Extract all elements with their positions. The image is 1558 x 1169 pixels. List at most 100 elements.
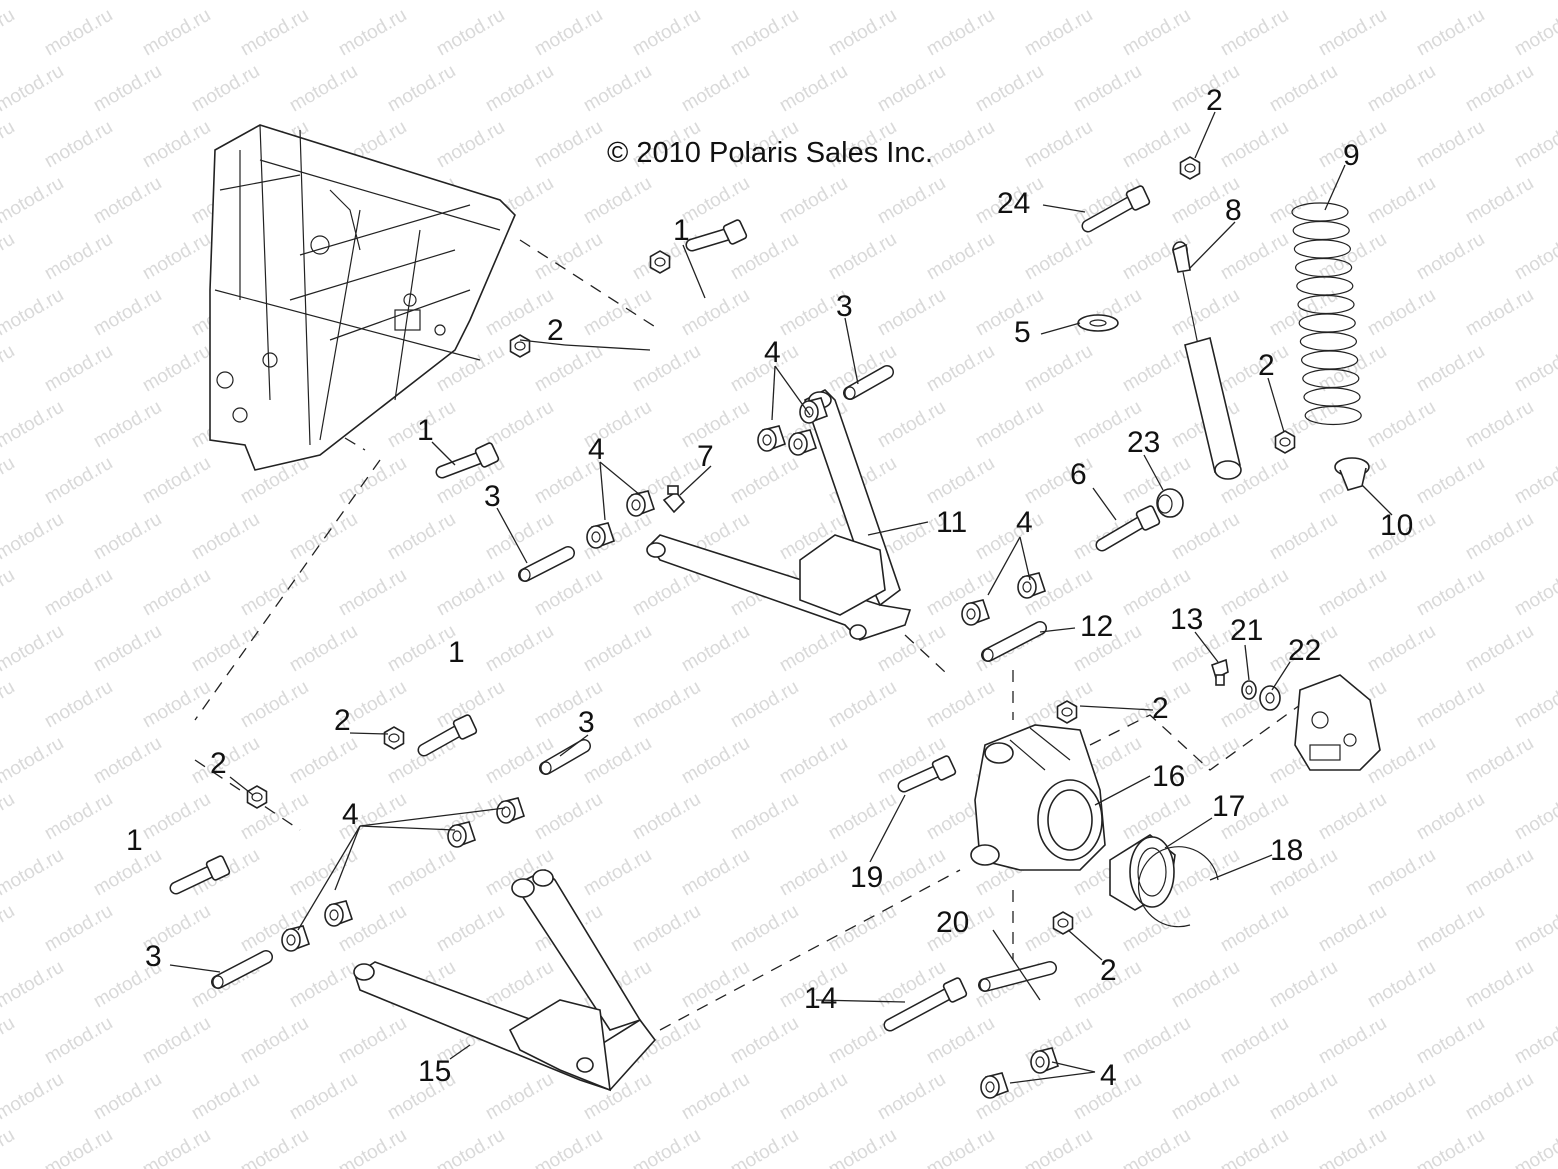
watermark-text: motod.ru	[825, 5, 900, 61]
callout-3: 3	[578, 706, 595, 739]
leader-line	[559, 734, 589, 757]
watermark-text: motod.ru	[90, 61, 165, 117]
leader-line	[229, 776, 254, 796]
wheel-bearing	[1109, 834, 1176, 911]
watermark-text: motod.ru	[482, 397, 557, 453]
watermark-text: motod.ru	[727, 1013, 802, 1069]
watermark-text: motod.ru	[678, 0, 753, 4]
callout-17: 17	[1212, 790, 1245, 823]
watermark-text: motod.ru	[90, 509, 165, 565]
watermark-text: motod.ru	[678, 285, 753, 341]
bushing-bore	[762, 434, 772, 446]
leader-line	[599, 461, 606, 521]
watermark-text: motod.ru	[1413, 789, 1488, 845]
leader-line	[987, 536, 1021, 596]
watermark-text: motod.ru	[923, 1125, 998, 1169]
watermark-text: motod.ru	[139, 5, 214, 61]
watermark-text: motod.ru	[286, 621, 361, 677]
watermark-text: motod.ru	[286, 61, 361, 117]
bushing-bore	[985, 1081, 995, 1093]
watermark-text: motod.ru	[90, 397, 165, 453]
hex-nut-hole	[388, 733, 400, 743]
hex-nut	[1052, 911, 1074, 935]
bolt-head	[205, 855, 231, 881]
hex-nut-hole	[1061, 707, 1073, 717]
hex-nut-hole	[514, 341, 526, 351]
watermark-text: motod.ru	[580, 173, 655, 229]
callout-23: 23	[1127, 426, 1160, 459]
bolt-shank-fill	[885, 985, 960, 1030]
watermark-text: motod.ru	[0, 957, 67, 1013]
washer-21	[1241, 680, 1257, 700]
bleeder-13	[1211, 658, 1229, 686]
bumper-washer-5	[1077, 314, 1119, 332]
watermark-text: motod.ru	[0, 901, 18, 957]
watermark-text: motod.ru	[776, 621, 851, 677]
leader-line	[359, 825, 456, 831]
watermark-text: motod.ru	[678, 845, 753, 901]
bushing-face	[980, 1075, 1000, 1099]
watermark-text: motod.ru	[139, 565, 214, 621]
watermark-text: motod.ru	[286, 957, 361, 1013]
watermark-text: motod.ru	[629, 789, 704, 845]
leader-line	[774, 365, 811, 416]
leader-line	[1209, 854, 1273, 881]
lower-a-arm	[353, 869, 657, 1092]
watermark-text: motod.ru	[1413, 565, 1488, 621]
bushing-bore	[1022, 581, 1032, 593]
watermark-text: motod.ru	[1021, 677, 1096, 733]
watermark-text: motod.ru	[531, 789, 606, 845]
watermark-text: motod.ru	[286, 509, 361, 565]
leader-line	[1079, 705, 1154, 711]
pins-layer	[211, 365, 1057, 992]
watermark-text: motod.ru	[1413, 901, 1488, 957]
watermark-text: motod.ru	[972, 61, 1047, 117]
watermark-text: motod.ru	[0, 789, 18, 845]
watermark-text: motod.ru	[776, 61, 851, 117]
watermark-text: motod.ru	[1070, 285, 1145, 341]
bushing-face	[586, 525, 606, 549]
pin-fill	[540, 740, 590, 774]
watermark-text: motod.ru	[580, 0, 655, 4]
pin-fill	[979, 962, 1056, 991]
callout-24: 24	[997, 187, 1030, 220]
watermark-text: motod.ru	[1266, 61, 1341, 117]
leader-line	[599, 461, 641, 496]
watermark-text: motod.ru	[1217, 1125, 1292, 1169]
watermark-text: motod.ru	[286, 733, 361, 789]
hex-nut-hole	[1057, 918, 1069, 928]
watermark-text: motod.ru	[1168, 0, 1243, 4]
watermark-text: motod.ru	[727, 5, 802, 61]
watermark-text: motod.ru	[90, 621, 165, 677]
leader-line	[1092, 487, 1117, 521]
watermark-text: motod.ru	[1511, 453, 1558, 509]
watermark-text: motod.ru	[923, 229, 998, 285]
watermark-text: motod.ru	[1021, 229, 1096, 285]
pin-end	[540, 761, 552, 775]
hex-nut	[246, 785, 268, 809]
watermark-text: motod.ru	[629, 565, 704, 621]
leader-lines	[169, 111, 1393, 1084]
leader-line	[519, 339, 566, 346]
watermark-text: motod.ru	[1511, 789, 1558, 845]
bolt-head	[931, 755, 957, 781]
watermark-text: motod.ru	[433, 901, 508, 957]
watermark-text: motod.ru	[90, 173, 165, 229]
watermark-text: motod.ru	[0, 0, 67, 4]
watermark-text: motod.ru	[0, 565, 18, 621]
watermark-text: motod.ru	[580, 61, 655, 117]
watermark-text: motod.ru	[237, 565, 312, 621]
callout-12: 12	[1080, 610, 1113, 643]
watermark-text: motod.ru	[0, 117, 18, 173]
callout-2: 2	[334, 704, 351, 737]
watermark-text: motod.ru	[139, 1125, 214, 1169]
watermark-text: motod.ru	[1462, 285, 1537, 341]
watermark-text: motod.ru	[1070, 0, 1145, 4]
pin-end	[844, 386, 856, 400]
watermark-text: motod.ru	[1217, 1013, 1292, 1069]
watermark-text: motod.ru	[1021, 1125, 1096, 1169]
callout-4: 4	[588, 433, 605, 466]
bolt-head	[474, 442, 500, 468]
watermark-text: motod.ru	[874, 173, 949, 229]
watermark-text: motod.ru	[0, 341, 18, 397]
